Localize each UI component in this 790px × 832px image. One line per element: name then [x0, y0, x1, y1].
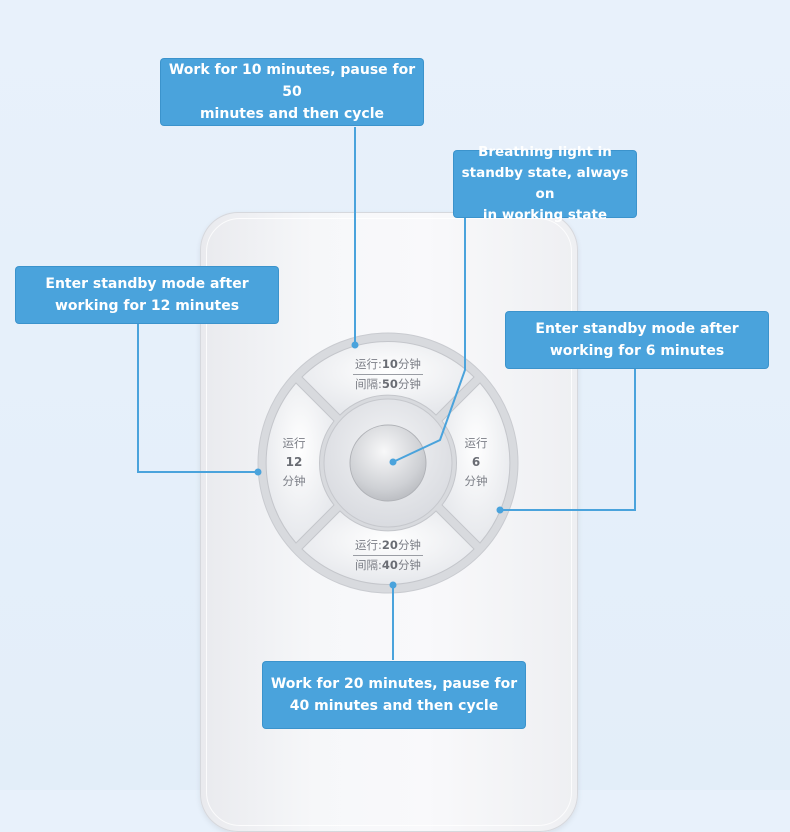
callout-line: Work for 10 minutes, pause for 50: [168, 62, 416, 100]
run-value: 20: [381, 538, 398, 552]
callout-line: Enter standby mode after: [45, 276, 249, 292]
gap-value: 40: [381, 558, 398, 572]
right-button-label: 运行 6 分钟: [450, 434, 502, 491]
run-prefix: 运行:: [355, 538, 382, 552]
callout-line: Work for 20 minutes, pause for: [270, 676, 518, 692]
button-top[interactable]: [301, 341, 475, 416]
gap-unit: 分钟: [397, 377, 421, 391]
center-button[interactable]: [349, 424, 427, 502]
gap-unit: 分钟: [397, 558, 421, 572]
callout-top-button: Work for 10 minutes, pause for 50 minute…: [161, 59, 423, 125]
unit-label: 分钟: [464, 474, 488, 488]
button-right[interactable]: [441, 382, 511, 544]
unit-label: 分钟: [282, 474, 306, 488]
run-label: 运行: [282, 436, 306, 450]
gap-prefix: 间隔:: [355, 558, 382, 572]
callout-line: working for 12 minutes: [54, 298, 240, 314]
button-bottom[interactable]: [301, 510, 475, 585]
run-label: 运行: [464, 436, 488, 450]
callout-left-button: Enter standby mode after working for 12 …: [16, 267, 278, 323]
leader-lines: [137, 127, 636, 660]
callout-bottom-button: Work for 20 minutes, pause for 40 minute…: [263, 662, 525, 728]
divider: [353, 374, 423, 375]
run-value: 10: [381, 357, 398, 371]
callout-line: Enter standby mode after: [535, 321, 739, 337]
callout-right-button: Enter standby mode after working for 6 m…: [506, 312, 768, 368]
callout-line: 40 minutes and then cycle: [289, 698, 499, 714]
gap-prefix: 间隔:: [355, 377, 382, 391]
gap-value: 50: [381, 377, 398, 391]
run-value: 6: [471, 455, 481, 469]
callout-line: minutes and then cycle: [199, 106, 385, 122]
control-wheel: [137, 127, 636, 660]
leader-dots: [254, 341, 504, 589]
callout-center-light: Breathing light in standby state, always…: [454, 144, 636, 223]
button-left[interactable]: [265, 382, 335, 544]
divider: [353, 555, 423, 556]
bottom-button-label: 运行:20分钟 间隔:40分钟: [338, 536, 438, 575]
run-unit: 分钟: [397, 538, 421, 552]
left-button-label: 运行 12 分钟: [268, 434, 320, 491]
callout-line: in working state: [482, 207, 608, 223]
run-unit: 分钟: [397, 357, 421, 371]
top-button-label: 运行:10分钟 间隔:50分钟: [338, 355, 438, 394]
run-value: 12: [285, 455, 303, 469]
callout-line: standby state, always on: [461, 165, 629, 202]
callout-line: Breathing light in: [478, 144, 612, 160]
callout-line: working for 6 minutes: [549, 343, 725, 359]
run-prefix: 运行:: [355, 357, 382, 371]
